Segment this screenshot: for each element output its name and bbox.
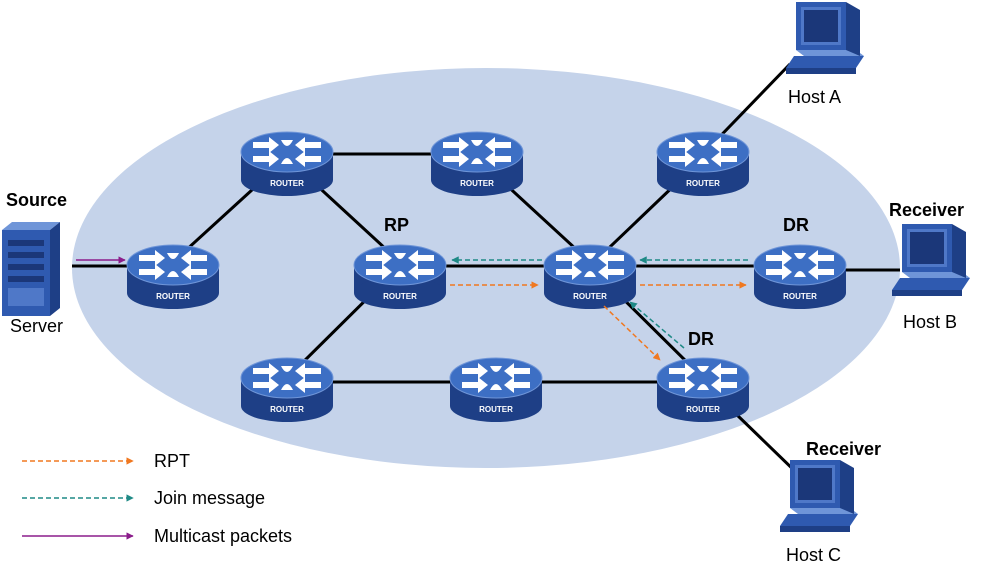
host-b-label: Host B [903, 312, 957, 332]
legend-multicast-label: Multicast packets [154, 526, 292, 546]
router-caption: ROUTER [270, 405, 304, 414]
legend-join-label: Join message [154, 488, 265, 508]
dr-c-label: DR [688, 329, 714, 349]
host-b-pc-icon [892, 224, 970, 296]
server-icon [2, 222, 60, 316]
router-caption: ROUTER [270, 179, 304, 188]
router-caption: ROUTER [460, 179, 494, 188]
router-caption: ROUTER [479, 405, 513, 414]
host-a-pc-icon [786, 2, 864, 74]
host-a-label: Host A [788, 87, 841, 107]
source-title: Source [6, 190, 67, 210]
router-caption: ROUTER [686, 405, 720, 414]
router-caption: ROUTER [156, 292, 190, 301]
router-caption: ROUTER [783, 292, 817, 301]
legend: RPT Join message Multicast packets [22, 451, 292, 546]
server-label: Server [10, 316, 63, 336]
rp-label: RP [384, 215, 409, 235]
router-caption: ROUTER [383, 292, 417, 301]
router-caption: ROUTER [686, 179, 720, 188]
receiver-c-label: Receiver [806, 439, 881, 459]
dr-b-label: DR [783, 215, 809, 235]
join-arrow-drc-center [629, 301, 685, 349]
router-caption: ROUTER [573, 292, 607, 301]
host-c-label: Host C [786, 545, 841, 565]
legend-rpt-label: RPT [154, 451, 190, 471]
host-c-pc-icon [780, 460, 858, 532]
rpt-arrow-center-drc [603, 305, 661, 361]
receiver-b-label: Receiver [889, 200, 964, 220]
